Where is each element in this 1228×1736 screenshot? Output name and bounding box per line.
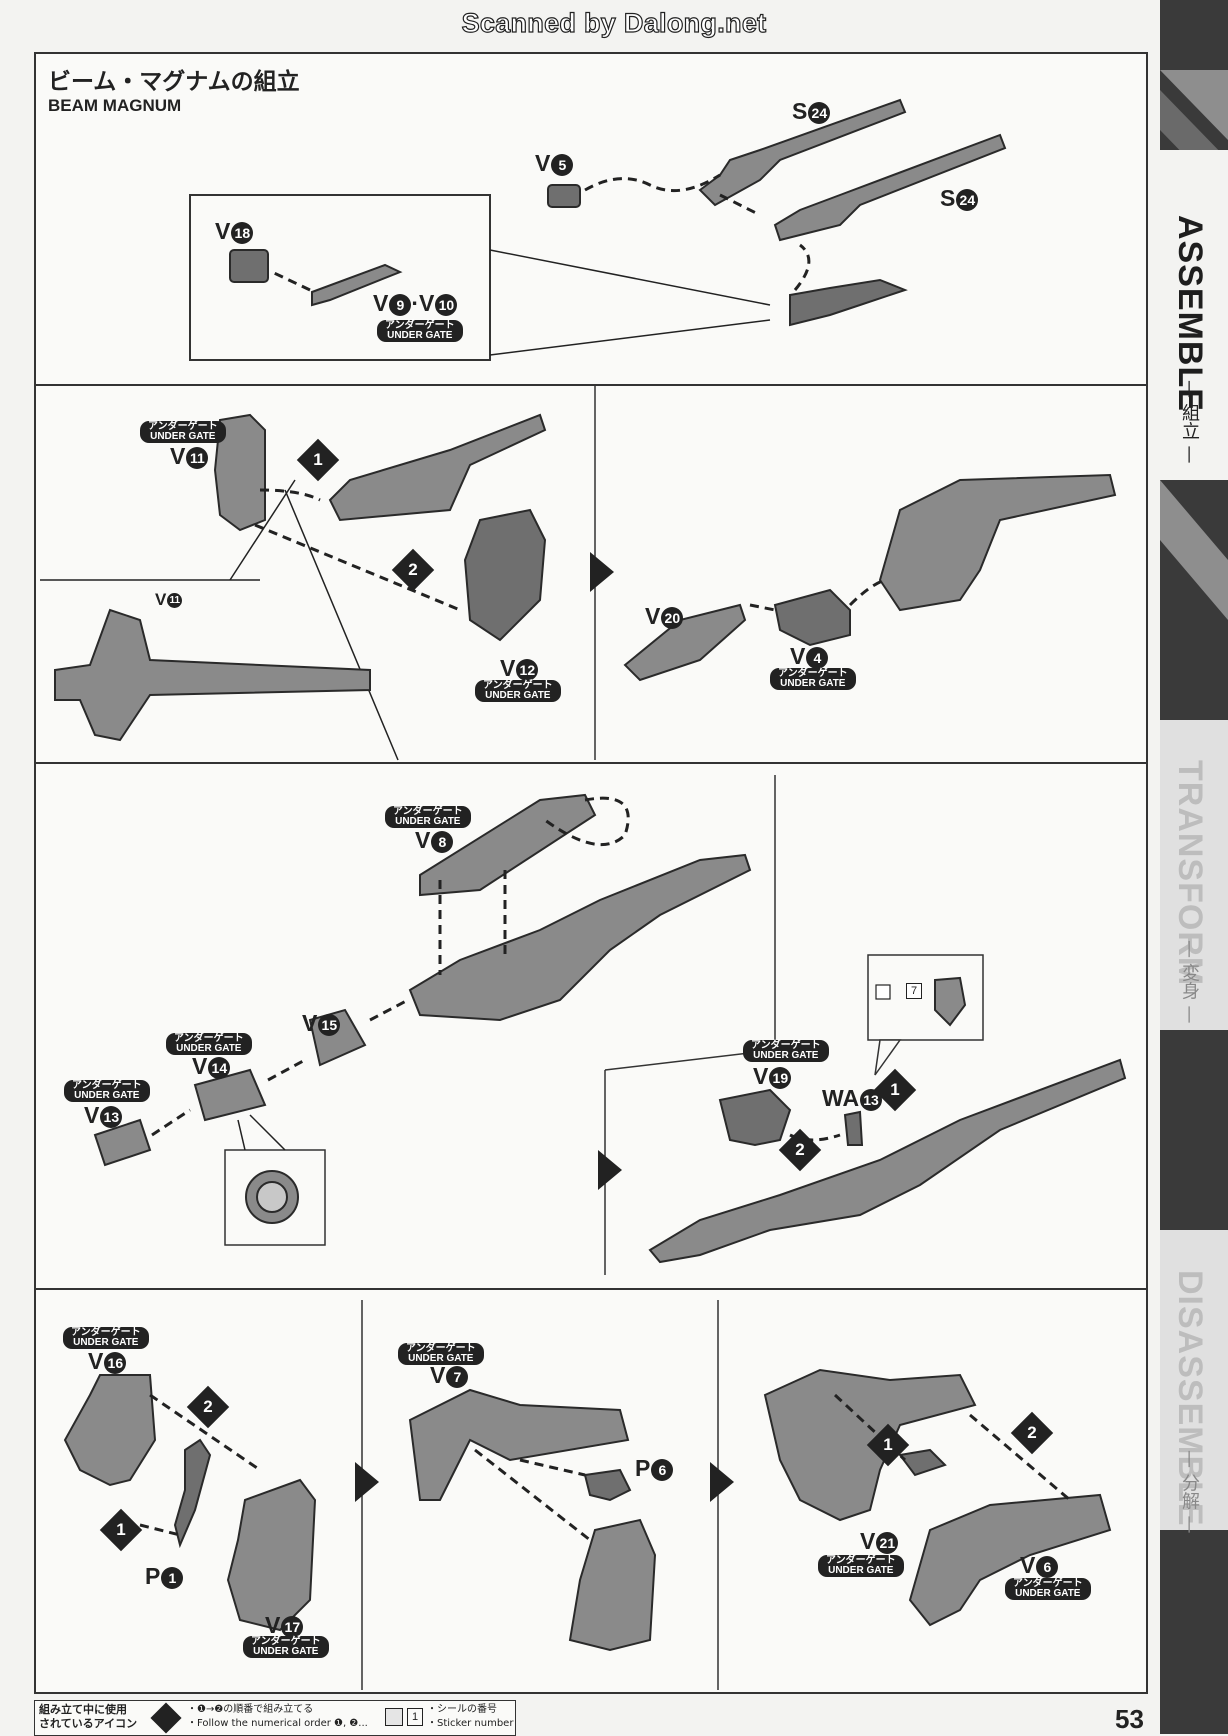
flow-arrow-icon — [355, 1462, 379, 1502]
sticker-number: 7 — [906, 983, 922, 999]
tab-disassemble[interactable]: DISASSEMBLE — [1171, 1270, 1209, 1527]
step-marker-1: 1 — [866, 1423, 910, 1467]
page-number: 53 — [1115, 1704, 1144, 1734]
footer-sticker-icon — [385, 1708, 403, 1726]
footer-sticker: ・シールの番号 ・Sticker number — [427, 1704, 514, 1729]
step-marker-2: 2 — [1010, 1411, 1054, 1455]
step-marker-1: 1 — [296, 438, 340, 482]
footer-sticker-box: 1 — [407, 1708, 423, 1726]
flow-arrow-icon — [710, 1462, 734, 1502]
tab-transform[interactable]: TRANSFORM — [1171, 760, 1209, 987]
watermark: Scanned by Dalong.net — [461, 7, 767, 38]
section-title-en: BEAM MAGNUM — [48, 96, 182, 115]
footer-legend: 組み立て中に使用 されているアイコン ・❶→❷の順番で組み立てる ・Follow… — [34, 1700, 516, 1736]
footer-order: ・❶→❷の順番で組み立てる ・Follow the numerical orde… — [187, 1704, 368, 1729]
step-marker-2: 2 — [391, 548, 435, 592]
step-marker-2: 2 — [186, 1385, 230, 1429]
tab-disassemble-ja: — 分解 — — [1179, 1450, 1200, 1534]
tab-assemble[interactable]: ASSEMBLE — [1171, 215, 1209, 412]
step-marker-2: 2 — [778, 1128, 822, 1172]
section-title-ja: ビーム・マグナムの組立 — [48, 69, 300, 95]
footer-step-icon — [150, 1702, 182, 1734]
step-marker-1: 1 — [99, 1508, 143, 1552]
tab-assemble-ja: — 組立 — — [1179, 380, 1200, 464]
footer-icons-ja: 組み立て中に使用 されているアイコン — [39, 1703, 138, 1730]
flow-arrow-icon — [598, 1150, 622, 1190]
tab-transform-ja: — 変身 — — [1179, 940, 1200, 1024]
flow-arrow-icon — [590, 552, 614, 592]
